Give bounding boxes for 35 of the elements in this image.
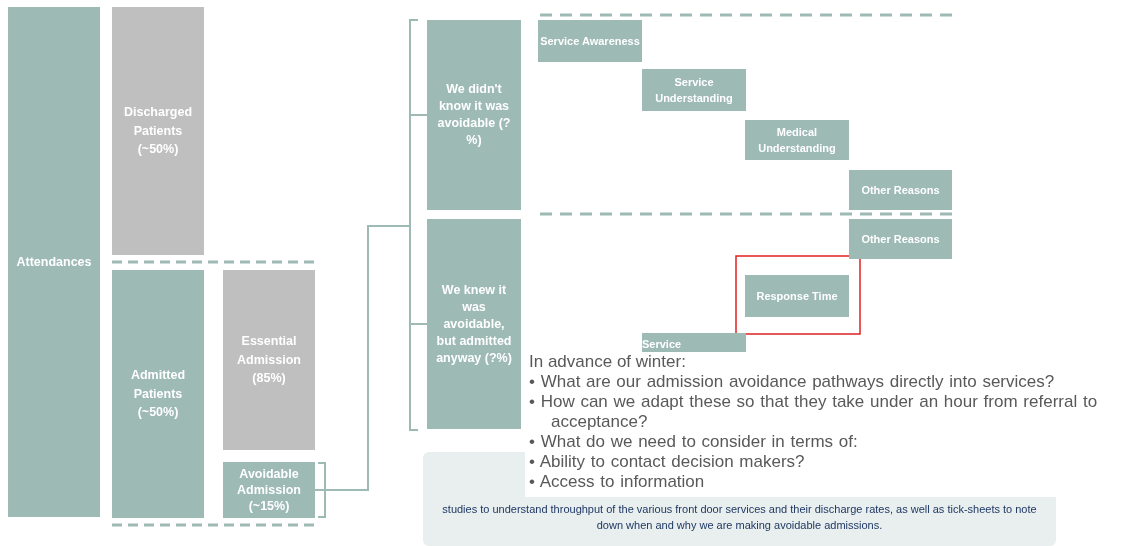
node-label: Discharged Patients (~50%): [122, 103, 194, 159]
node-label: studies to understand throughput of the various front door services and their discharge rates, as well as tick-sheets to note down when and why we are making avoidable admissions.: [441, 502, 1038, 533]
category-bar: [223, 462, 315, 518]
category-bar: [427, 20, 521, 210]
node-label: Service: [642, 336, 682, 352]
node-label: Essential Admission (85%): [236, 332, 302, 388]
reason-box: [849, 219, 952, 259]
bullet-item: • What do we need to consider in terms of:: [529, 432, 858, 452]
bullet-item: • Access to information: [529, 472, 705, 492]
node-label: Admitted Patients (~50%): [129, 366, 187, 422]
bullet-item: • How can we adapt these so that they take under an hour from referral to acceptance?: [529, 392, 1099, 432]
node-label: We didn't know it was avoidable (?%): [436, 81, 512, 149]
node-label: Other Reasons: [861, 231, 940, 247]
node-label: We knew it was avoidable, but admitted anyway (?%): [435, 281, 513, 367]
bullet-item: • What are our admission avoidance pathways directly into services?: [529, 372, 1055, 392]
reason-box: [642, 69, 746, 111]
node-label: Service Awareness: [540, 33, 640, 49]
reason-box: [538, 20, 642, 62]
node-label: Service Understanding: [654, 74, 734, 106]
bullet-item: • Ability to contact decision makers?: [529, 452, 805, 472]
category-bar: [8, 7, 100, 517]
heading: In advance of winter:: [529, 352, 686, 372]
category-bar: [112, 7, 204, 255]
node-label: Attendances: [16, 253, 92, 271]
node-label: Response Time: [756, 288, 838, 304]
node-label: Avoidable Admission (~15%): [236, 466, 302, 514]
node-label: Medical Understanding: [757, 124, 837, 156]
reason-box: [745, 275, 849, 317]
category-bar: [427, 219, 521, 429]
category-bar: [223, 270, 315, 450]
node-label: Other Reasons: [861, 182, 940, 198]
reason-box: [642, 333, 746, 352]
category-bar: [112, 270, 204, 518]
reason-box: [745, 120, 849, 160]
reason-box: [849, 170, 952, 210]
